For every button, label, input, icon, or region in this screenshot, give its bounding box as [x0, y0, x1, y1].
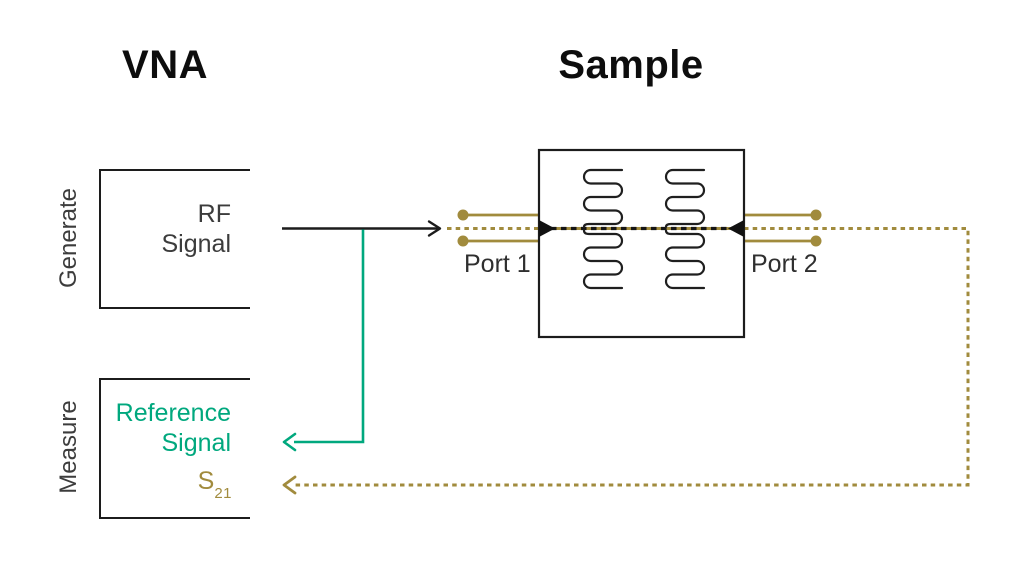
- rf-arrowhead-icon: [427, 220, 442, 237]
- port1-dot-bottom: [457, 235, 469, 247]
- sample-title: Sample: [558, 43, 704, 87]
- measure-box: [99, 378, 250, 519]
- reference-signal-line2: Signal: [161, 429, 232, 457]
- vna-title: VNA: [122, 43, 208, 87]
- meander-resonator-top-left: [582, 168, 624, 229]
- taper-left-icon: [539, 220, 555, 237]
- sample-box: [537, 148, 746, 339]
- rf-signal-line1: RF: [197, 200, 231, 228]
- port2-dot-top: [810, 209, 822, 221]
- rf-signal-line2: Signal: [161, 230, 232, 258]
- port1-dot-top: [457, 209, 469, 221]
- reference-arrowhead-icon: [282, 432, 297, 452]
- meander-resonator-top-right: [664, 168, 706, 229]
- s21-dashed-path: [294, 227, 970, 487]
- port1-label: Port 1: [464, 250, 531, 278]
- meander-resonator-bottom-left: [582, 229, 624, 290]
- s21-label: S21: [99, 468, 232, 504]
- s21-base: S: [197, 467, 215, 495]
- rf-signal-label: RF Signal: [99, 199, 232, 259]
- reference-signal-path: [294, 229, 365, 444]
- reference-signal-line1: Reference: [115, 399, 231, 427]
- taper-right-icon: [728, 220, 744, 237]
- port2-label: Port 2: [751, 250, 818, 278]
- s21-subscript: 21: [214, 485, 232, 502]
- meander-resonator-bottom-right: [664, 229, 706, 290]
- reference-signal-label: Reference Signal: [99, 398, 231, 458]
- s21-arrowhead-icon: [282, 475, 297, 495]
- generate-box: [99, 169, 250, 309]
- port2-dot-bottom: [810, 235, 822, 247]
